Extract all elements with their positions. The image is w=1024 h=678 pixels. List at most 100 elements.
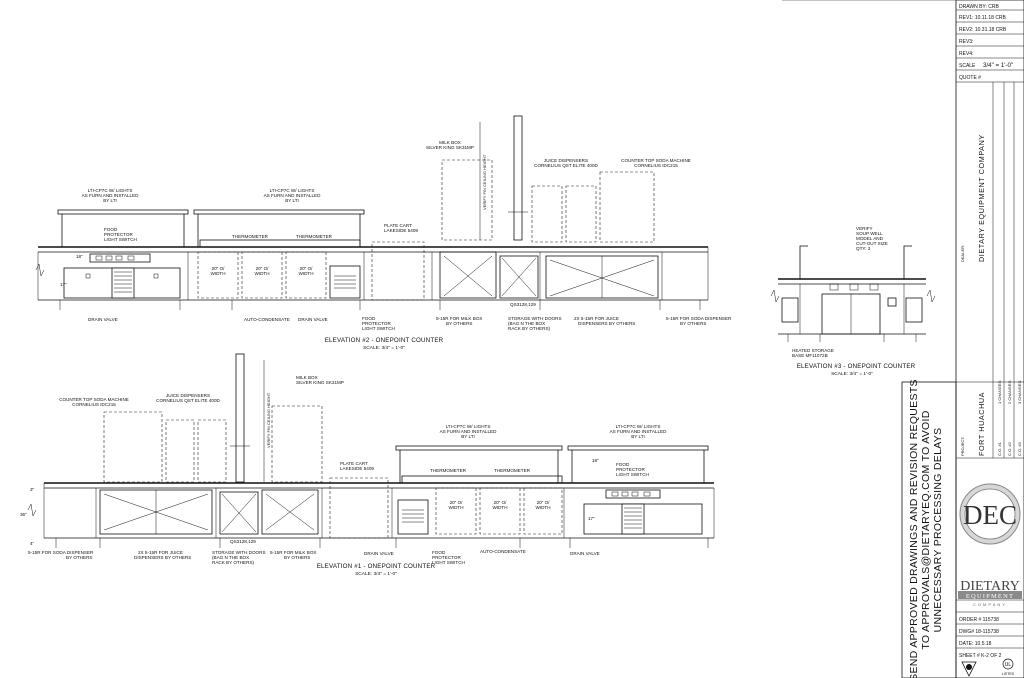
rev2: REV2: 10.31.18 CRB xyxy=(959,27,1007,33)
svg-text:DISPENSERS BY OTHERS: DISPENSERS BY OTHERS xyxy=(578,321,635,326)
svg-text:QTY: 3: QTY: 3 xyxy=(856,246,871,251)
svg-text:2X 5-15R FOR JUICE: 2X 5-15R FOR JUICE xyxy=(138,550,183,555)
svg-text:20" O/: 20" O/ xyxy=(537,500,551,505)
label-ceiling: VERIFY FIN CEILING HEIGHT xyxy=(266,392,271,448)
dim-4: 4" xyxy=(30,541,35,546)
svg-text:STORAGE WITH DOORS: STORAGE WITH DOORS xyxy=(508,316,562,321)
drawing-date: DATE: 10.5.18 xyxy=(959,641,992,647)
label-storage: STORAGE WITH DOORS (BAG N THE BOX RACK B… xyxy=(508,316,562,331)
elevation-3: VERIFY SOUP WELL MODEL AND CUT-OUT SIZE … xyxy=(770,226,936,377)
label-lti-left: LTI-CP7C W/ LIGHTS AS FURN AND INSTALLED… xyxy=(82,188,140,203)
changes-2: 2 CHANGES: xyxy=(1007,380,1012,404)
dim-3: 3" xyxy=(30,487,35,492)
svg-text:BY LTI: BY LTI xyxy=(285,198,299,203)
dim-17: 17" xyxy=(588,516,595,521)
svg-text:5-15R FOR SODA DISPENSER: 5-15R FOR SODA DISPENSER xyxy=(28,550,94,555)
svg-text:AS FURN AND INSTALLED: AS FURN AND INSTALLED xyxy=(82,193,140,198)
svg-text:BY OTHERS: BY OTHERS xyxy=(66,555,92,560)
elevation-3-title: ELEVATION #3 - ONEPOINT COUNTER xyxy=(797,363,916,370)
dec-logo: DEC DIETARY EQUIPMENT COMPANY xyxy=(958,483,1022,607)
svg-text:BY OTHERS: BY OTHERS xyxy=(284,555,310,560)
elevation-3-scale: SCALE: 3/4" = 1'-0" xyxy=(831,371,873,377)
label-qs: QS3128,129 xyxy=(510,302,536,307)
label-wells: 20" O/ WIDTH 20" O/ WIDTH 20" O/ WIDTH xyxy=(448,500,550,510)
label-food-protector: FOOD PROTECTOR LIGHT SWITCH xyxy=(616,462,649,477)
co-2: C.O. #2 xyxy=(1007,441,1012,456)
svg-text:CUT-OUT SIZE: CUT-OUT SIZE xyxy=(856,241,888,246)
svg-text:LAKESIDE 5409: LAKESIDE 5409 xyxy=(384,228,418,233)
svg-text:(BAG N THE BOX: (BAG N THE BOX xyxy=(212,555,249,560)
elevation-2-title: ELEVATION #2 - ONEPOINT COUNTER xyxy=(325,337,444,344)
dim-18: 18" xyxy=(592,458,599,463)
svg-text:RACK BY OTHERS): RACK BY OTHERS) xyxy=(212,560,255,565)
label-outlet-juice: 2X 5-15R FOR JUICE DISPENSERS BY OTHERS xyxy=(134,550,191,560)
label-qs: QS3128,129 xyxy=(230,539,256,544)
svg-text:SOUP WELL: SOUP WELL xyxy=(856,231,883,236)
svg-text:MILK BOX: MILK BOX xyxy=(439,140,461,145)
svg-text:MODEL AND: MODEL AND xyxy=(856,236,884,241)
label-outlet-milk: 5-15R FOR MILK BOX BY OTHERS xyxy=(270,550,316,560)
dealer-label: DEALER: xyxy=(960,245,965,262)
scale-label: SCALE xyxy=(959,63,976,69)
svg-text:RACK BY OTHERS): RACK BY OTHERS) xyxy=(508,326,551,331)
label-outlet-milk: 5-15R FOR MILK BOX BY OTHERS xyxy=(436,316,482,326)
co-3: C.O. #3 xyxy=(1017,441,1022,456)
label-auto-condensate: AUTO-CONDENSATE xyxy=(480,549,526,554)
svg-text:LTI-CP7C W/ LIGHTS: LTI-CP7C W/ LIGHTS xyxy=(446,424,491,429)
label-food-protector-2: FOOD PROTECTOR LIGHT SWITCH xyxy=(362,316,395,331)
svg-text:PLATE CART: PLATE CART xyxy=(340,461,368,466)
svg-text:WIDTH: WIDTH xyxy=(254,271,269,276)
svg-text:LIGHT SWITCH: LIGHT SWITCH xyxy=(362,326,395,331)
label-drain-valve-2: DRAIN VALVE xyxy=(298,317,328,322)
svg-text:LISTED: LISTED xyxy=(1002,672,1015,676)
label-thermometer-2: THERMOMETER xyxy=(296,234,333,239)
svg-text:FOOD: FOOD xyxy=(616,462,630,467)
svg-text:SEND APPROVED DRAWINGS AND REV: SEND APPROVED DRAWINGS AND REVISION REQU… xyxy=(908,379,920,678)
svg-text:PROTECTOR: PROTECTOR xyxy=(104,232,133,237)
svg-text:AS FURN AND INSTALLED: AS FURN AND INSTALLED xyxy=(440,429,498,434)
dim-17: 17" xyxy=(60,282,67,287)
svg-text:DEC: DEC xyxy=(963,500,1017,530)
label-verify-soup-well: VERIFY SOUP WELL MODEL AND CUT-OUT SIZE … xyxy=(856,226,888,251)
ul-listed-icon: UL LISTED xyxy=(1002,658,1015,676)
label-soda-machine: COUNTER TOP SODA MACHINE CORNELIUS IDC21… xyxy=(59,397,129,407)
label-thermometer-1: THERMOMETER xyxy=(232,234,269,239)
svg-text:BY OTHERS: BY OTHERS xyxy=(680,321,706,326)
order-number: ORDER # 115738 xyxy=(959,617,999,623)
rev4: REV4: xyxy=(959,51,973,57)
svg-text:LIGHT SWITCH: LIGHT SWITCH xyxy=(616,472,649,477)
dealer-name: DIETARY EQUIPMENT COMPANY xyxy=(977,134,986,262)
break-mark xyxy=(35,263,45,277)
svg-text:WIDTH: WIDTH xyxy=(298,271,313,276)
nsf-mark-icon xyxy=(961,661,977,677)
label-drain-valve-1: DRAIN VALVE xyxy=(88,317,118,322)
svg-text:BY OTHERS: BY OTHERS xyxy=(446,321,472,326)
label-juice: JUICE DISPENSERS CORNELIUS QST ELITE 400… xyxy=(534,158,598,168)
svg-text:5-15R FOR MILK BOX: 5-15R FOR MILK BOX xyxy=(436,316,482,321)
svg-text:CORNELIUS QST ELITE 400D: CORNELIUS QST ELITE 400D xyxy=(534,163,598,168)
elevation-1-scale: SCALE: 3/4" = 1'-0" xyxy=(355,571,397,577)
svg-text:AS FURN AND INSTALLED: AS FURN AND INSTALLED xyxy=(610,429,668,434)
break-mark xyxy=(27,503,37,517)
label-outlet-juice: 2X 5-15R FOR JUICE DISPENSERS BY OTHERS xyxy=(574,316,635,326)
svg-text:FOOD: FOOD xyxy=(432,550,446,555)
svg-text:BASE MF11072B: BASE MF11072B xyxy=(792,353,828,358)
svg-text:WIDTH: WIDTH xyxy=(448,505,463,510)
project-label: PROJECT: xyxy=(960,437,965,456)
label-plate-cart: PLATE CART LAKESIDE 5409 xyxy=(340,461,374,471)
svg-text:5-15R FOR SODA DISPENSER: 5-15R FOR SODA DISPENSER xyxy=(666,316,732,321)
label-drain-valve-1: DRAIN VALVE xyxy=(364,551,394,556)
svg-text:5-15R FOR MILK BOX: 5-15R FOR MILK BOX xyxy=(270,550,316,555)
scale-value: 3/4" = 1'-0" xyxy=(983,62,1013,69)
svg-text:MILK BOX: MILK BOX xyxy=(296,375,318,380)
label-storage: STORAGE WITH DOORS (BAG N THE BOX RACK B… xyxy=(212,550,266,565)
svg-text:WIDTH: WIDTH xyxy=(210,271,225,276)
svg-text:2X 5-15R FOR JUICE: 2X 5-15R FOR JUICE xyxy=(574,316,619,321)
svg-text:EQUIPMENT: EQUIPMENT xyxy=(966,593,1014,600)
svg-text:VERIFY: VERIFY xyxy=(856,226,873,231)
svg-text:LTI-CP7C W/ LIGHTS: LTI-CP7C W/ LIGHTS xyxy=(616,424,661,429)
svg-text:WIDTH: WIDTH xyxy=(492,505,507,510)
label-thermometer-2: THERMOMETER xyxy=(494,468,531,473)
label-thermometer-1: THERMOMETER xyxy=(430,468,467,473)
